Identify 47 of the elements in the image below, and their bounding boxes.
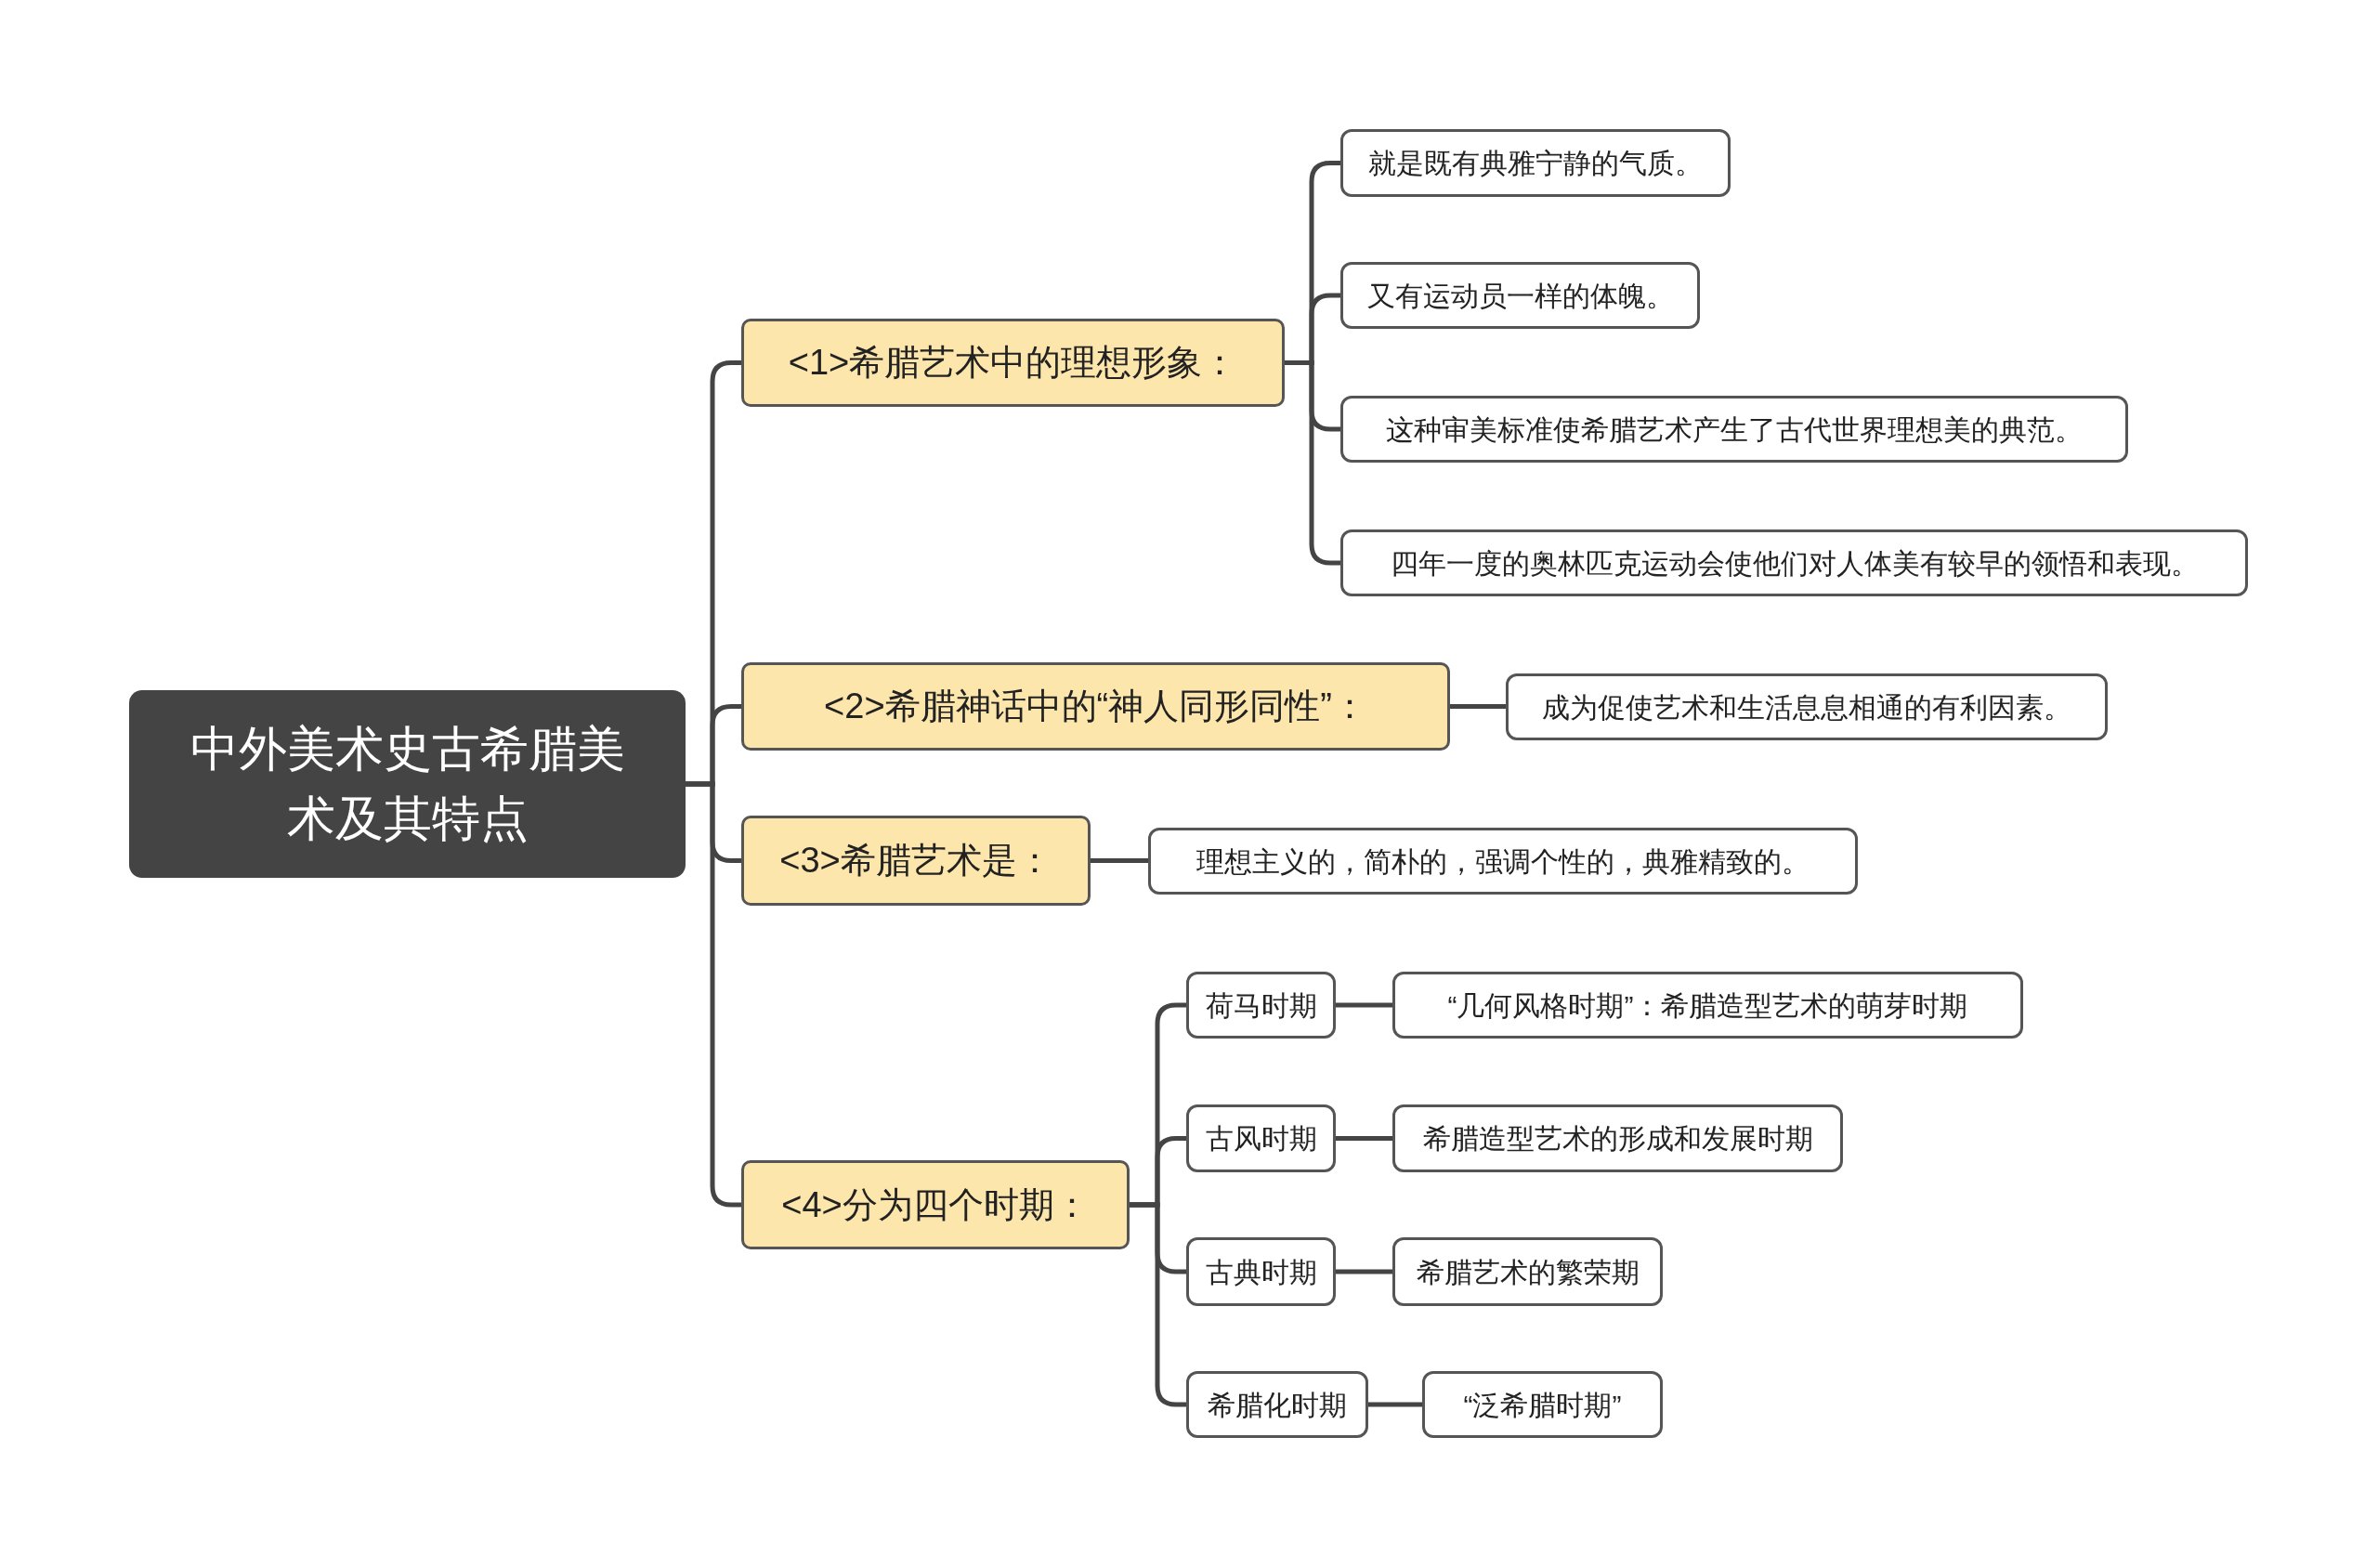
subtopic-box <box>1392 1104 1843 1172</box>
node-text: 荷马时期 <box>1205 988 1317 1023</box>
topic-box <box>741 662 1450 751</box>
subtopic-box <box>1392 1237 1663 1306</box>
node-text: 中外美术史古希腊美术及其特点 <box>189 720 626 847</box>
node-text: <3>希腊艺术是： <box>779 840 1052 882</box>
topic-box <box>741 1160 1130 1249</box>
connector-line <box>686 781 741 1208</box>
connector-line <box>1336 1136 1392 1141</box>
subtopic-box <box>1148 828 1858 895</box>
subtopic-box <box>1340 529 2248 596</box>
subtopic-box <box>1506 673 2108 740</box>
node-text: “几何风格时期”：希腊造型艺术的萌芽时期 <box>1447 988 1968 1023</box>
connector-line <box>1336 1002 1392 1008</box>
node-text: 希腊艺术的繁荣期 <box>1416 1255 1640 1289</box>
connector-line <box>1368 1402 1422 1407</box>
connector-line <box>1285 360 1340 566</box>
subtopic-box <box>1186 1371 1368 1438</box>
subtopic-box <box>1186 1237 1336 1306</box>
subtopic-box <box>1340 262 1700 329</box>
node-text: <1>希腊艺术中的理想形象： <box>788 342 1238 384</box>
node-text: 这种审美标准使希腊艺术产生了古代世界理想美的典范。 <box>1386 412 2083 447</box>
topic-box <box>741 319 1285 407</box>
subtopic-box <box>1340 129 1731 197</box>
node-text: <4>分为四个时期： <box>781 1183 1090 1226</box>
node-text: 又有运动员一样的体魄。 <box>1366 279 1674 313</box>
node-text: 四年一度的奥林匹克运动会使他们对人体美有较早的领悟和表现。 <box>1390 546 2199 581</box>
connector-line <box>1450 704 1506 709</box>
node-text: 成为促使艺术和生活息息相通的有利因素。 <box>1542 690 2071 725</box>
node-text: 就是既有典雅宁静的气质。 <box>1368 147 1703 180</box>
subtopic-box <box>1186 1104 1336 1172</box>
node-text: <2>希腊神话中的“神人同形同性”： <box>824 686 1367 727</box>
node-text: 理想主义的，简朴的，强调个性的，典雅精致的。 <box>1196 844 1810 879</box>
connector-line <box>1336 1269 1392 1274</box>
node-text: 古典时期 <box>1205 1255 1317 1289</box>
connector-line <box>1091 858 1148 863</box>
subtopic-box <box>1422 1371 1663 1438</box>
subtopic-box <box>1392 972 2023 1039</box>
node-text: 古风时期 <box>1205 1122 1317 1156</box>
node-text: 希腊化时期 <box>1208 1388 1347 1422</box>
topic-box <box>741 816 1091 906</box>
subtopic-box <box>1186 972 1336 1039</box>
root-topic-box <box>129 690 686 878</box>
node-text: “泛希腊时期” <box>1463 1388 1622 1422</box>
node-text: 希腊造型艺术的形成和发展时期 <box>1422 1122 1813 1156</box>
connector-line <box>1130 1202 1186 1407</box>
subtopic-box <box>1340 396 2128 463</box>
